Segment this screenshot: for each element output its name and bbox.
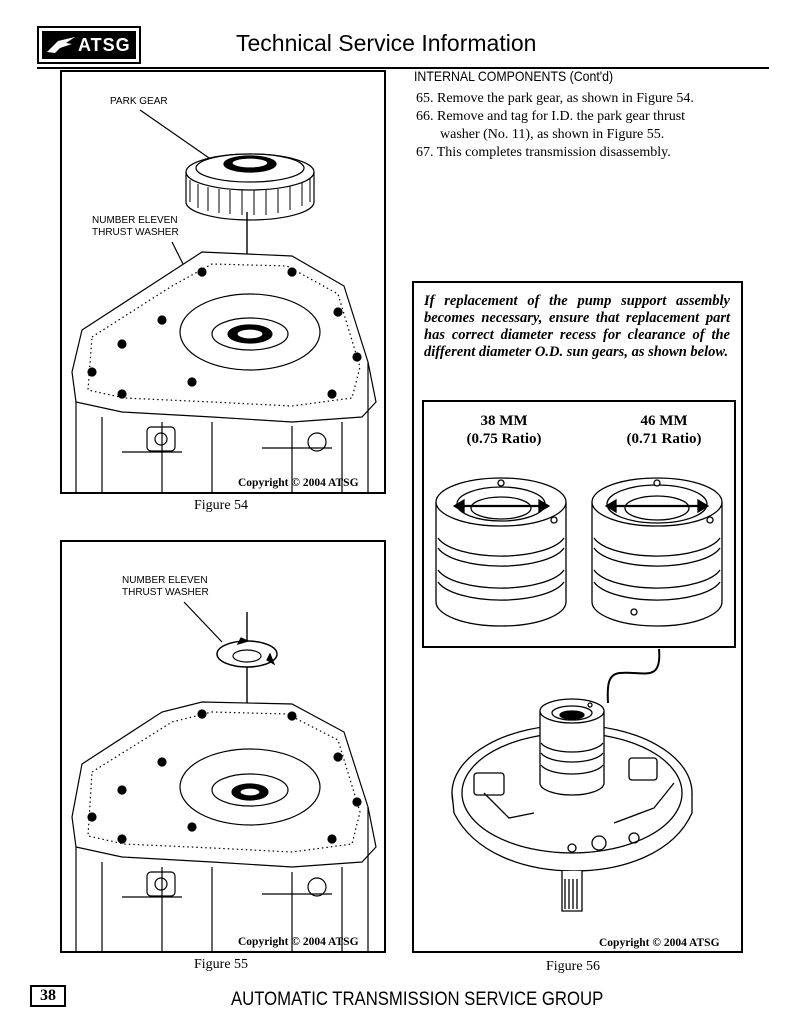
left-ratio-label: (0.75 Ratio)	[466, 431, 542, 447]
figure-56-copyright: Copyright © 2004 ATSG	[599, 937, 720, 949]
figure-54-frame: PARK GEAR NUMBER ELEVEN THRUST WASHER Co…	[60, 70, 386, 494]
section-heading: INTERNAL COMPONENTS (Cont'd)	[414, 68, 614, 84]
footer-text: AUTOMATIC TRANSMISSION SERVICE GROUP	[231, 989, 604, 1010]
step-67: 67. This completes transmission disassem…	[416, 145, 671, 160]
washer-label-line2: THRUST WASHER	[122, 587, 209, 598]
header-rule	[37, 67, 769, 69]
figure-54-copyright: Copyright © 2004 ATSG	[238, 477, 359, 489]
instruction-steps: 65. Remove the park gear, as shown in Fi…	[416, 90, 694, 162]
step-66-line1: 66. Remove and tag for I.D. the park gea…	[416, 109, 686, 124]
washer-label-line2: THRUST WASHER	[92, 227, 179, 238]
washer-label-line1: NUMBER ELEVEN	[92, 215, 178, 226]
park-gear-label: PARK GEAR	[110, 96, 168, 107]
hawk-icon	[47, 37, 75, 53]
right-ratio-label: (0.71 Ratio)	[626, 431, 702, 447]
figure-54-caption: Figure 54	[194, 498, 249, 513]
sun-gear-recess-comparison	[435, 477, 723, 627]
replacement-note: If replacement of the pump support assem…	[424, 293, 730, 360]
step-65: 65. Remove the park gear, as shown in Fi…	[416, 91, 694, 106]
figure-56-frame: If replacement of the pump support assem…	[412, 281, 743, 953]
left-size-label: 38 MM	[480, 413, 528, 429]
figure-55-copyright: Copyright © 2004 ATSG	[238, 936, 359, 948]
atsg-logo: ATSG	[37, 26, 141, 64]
page-title: Technical Service Information	[236, 30, 537, 56]
logo-text: ATSG	[78, 35, 131, 55]
pump-support-illustration	[451, 648, 693, 912]
figure-55-illustration	[71, 601, 377, 951]
figure-54-illustration	[71, 109, 377, 492]
figure-55-frame: NUMBER ELEVEN THRUST WASHER Copyright © …	[60, 540, 386, 953]
washer-label-line1: NUMBER ELEVEN	[122, 575, 208, 586]
page-number: 38	[30, 985, 66, 1007]
figure-56-caption: Figure 56	[546, 959, 601, 974]
sun-gear-comparison-box: 38 MM (0.75 Ratio) 46 MM (0.71 Ratio)	[422, 400, 736, 648]
step-66-line2: washer (No. 11), as shown in Figure 55.	[440, 127, 665, 142]
figure-55-caption: Figure 55	[194, 957, 249, 972]
right-size-label: 46 MM	[640, 413, 688, 429]
